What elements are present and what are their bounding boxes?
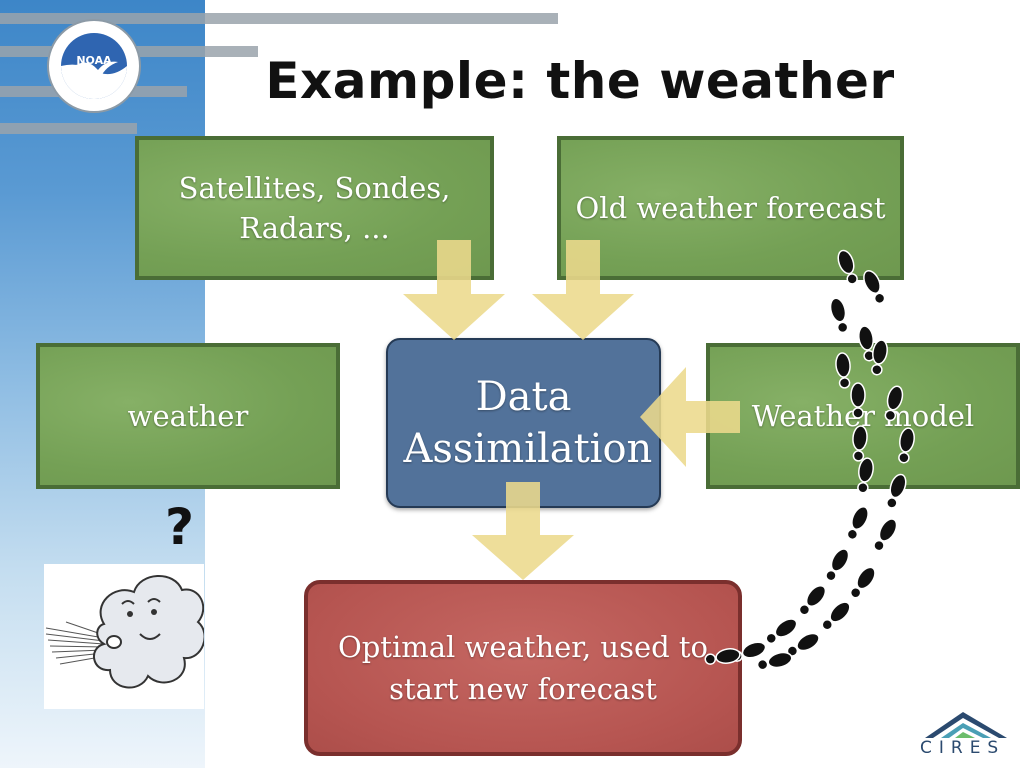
cires-logo xyxy=(925,712,1007,738)
footprint xyxy=(858,325,875,362)
footprint xyxy=(852,425,868,462)
footprint xyxy=(863,269,886,305)
footprint xyxy=(884,385,904,422)
slide-title: Example: the weather xyxy=(265,52,895,110)
noaa-logo: NOAA xyxy=(47,19,141,113)
footprint xyxy=(825,548,850,582)
observations-label: Satellites, Sondes, Radars, ... xyxy=(178,170,451,245)
arrow-old-forecast-to-assimilation xyxy=(532,240,634,340)
cires-logo-text: CIRES xyxy=(920,738,1006,758)
footprint xyxy=(857,457,874,494)
footprint xyxy=(849,566,876,599)
observations-box: Satellites, Sondes, Radars, ... xyxy=(135,136,494,280)
cloud-icon xyxy=(45,575,204,689)
arrow-observations-to-assimilation xyxy=(403,240,505,340)
footprint xyxy=(898,427,915,464)
footprint xyxy=(756,651,793,671)
footprint xyxy=(846,505,869,541)
footprint xyxy=(821,601,851,631)
arrow-assimilation-to-optimal xyxy=(472,482,574,580)
footprint xyxy=(871,339,888,376)
data-assimilation-label: Data Assimilation xyxy=(403,374,653,472)
footprint xyxy=(704,648,741,665)
wind-cloud-illustration xyxy=(44,564,204,709)
optimal-weather-box: Optimal weather, used to start new forec… xyxy=(304,580,742,756)
optimal-weather-label: Optimal weather, used to start new forec… xyxy=(337,629,709,706)
footprint xyxy=(837,249,858,285)
weather-box: weather xyxy=(36,343,340,489)
footprint xyxy=(835,352,851,389)
footprint-trail xyxy=(704,249,915,671)
footprint xyxy=(873,518,898,552)
noaa-logo-text: NOAA xyxy=(76,54,112,67)
decor-stripe xyxy=(0,123,137,134)
arrow-model-to-assimilation xyxy=(640,367,740,467)
footprint xyxy=(798,585,827,616)
footprint xyxy=(829,297,849,334)
weather-label: weather xyxy=(127,398,249,433)
decor-stripe xyxy=(0,13,558,24)
footprint xyxy=(850,382,866,419)
footprint xyxy=(886,473,907,509)
old-forecast-label: Old weather forecast xyxy=(575,190,886,225)
footprint xyxy=(765,618,798,645)
question-mark: ? xyxy=(165,498,195,556)
